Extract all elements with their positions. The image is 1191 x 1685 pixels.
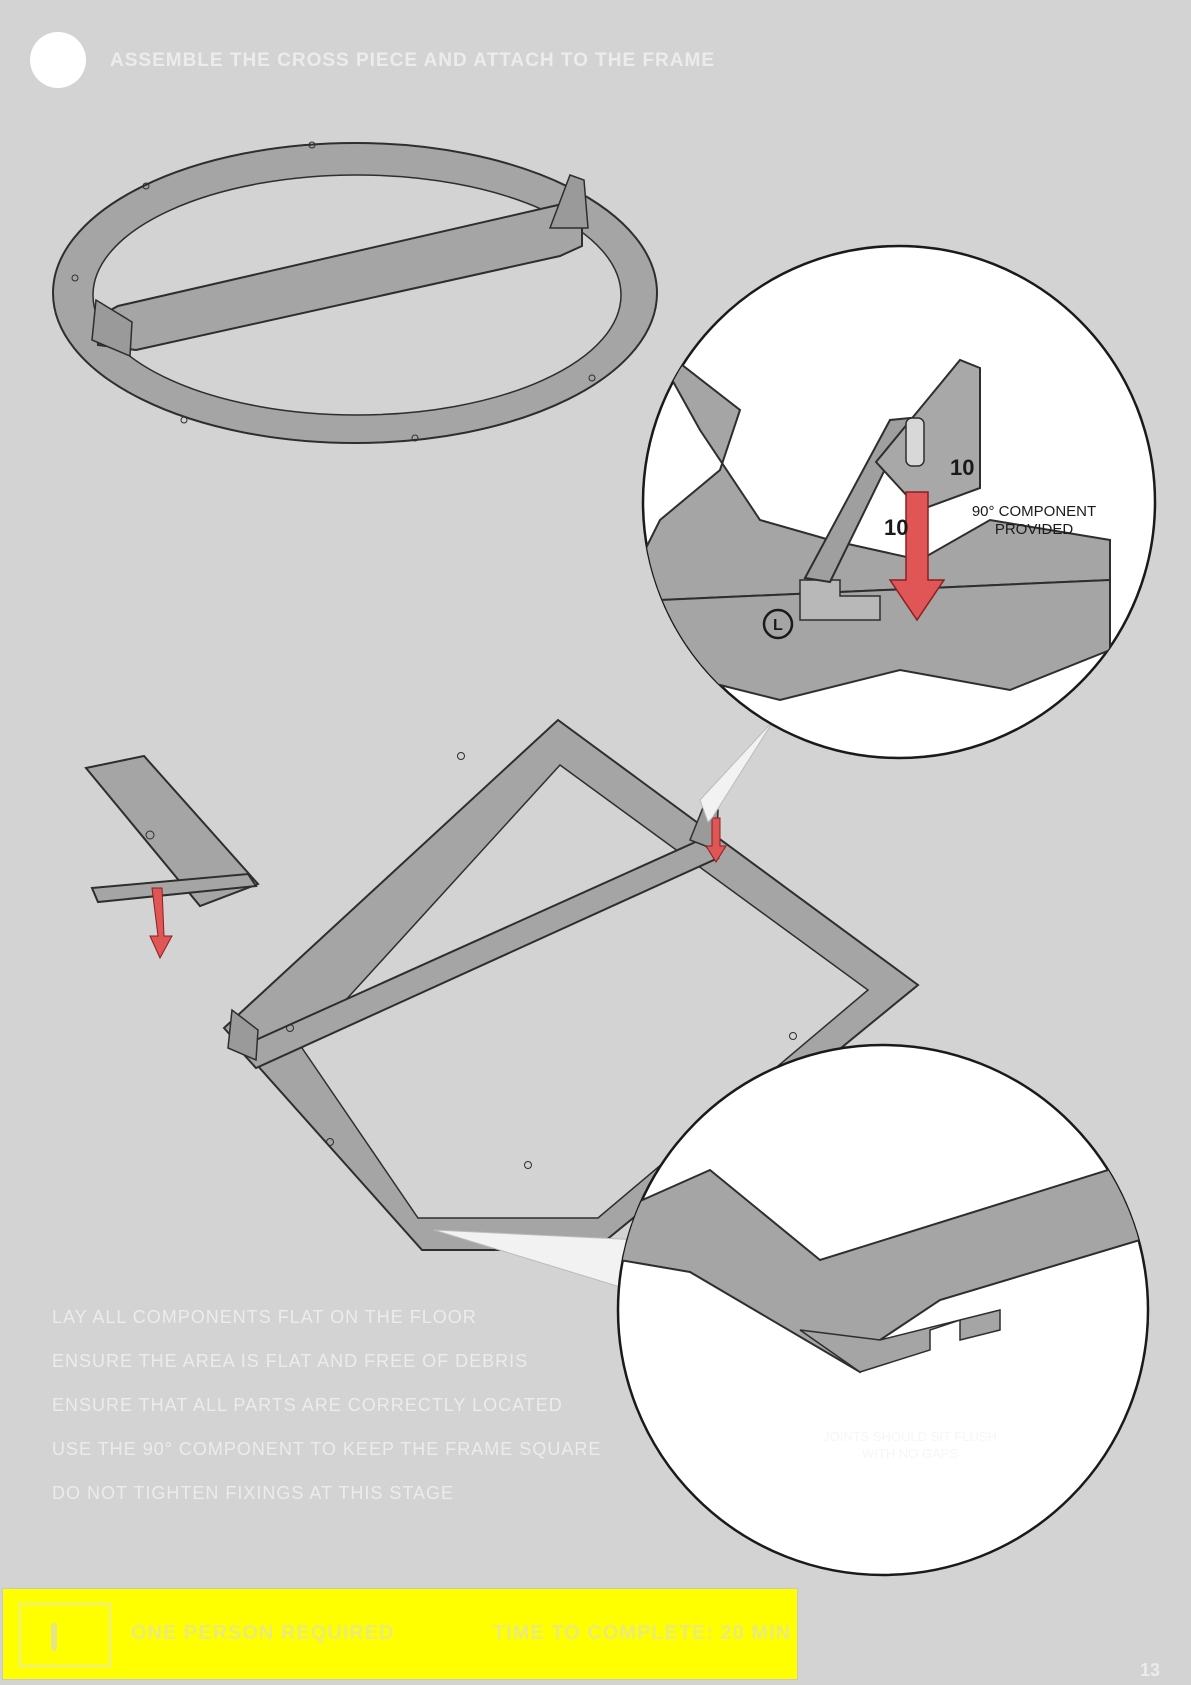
footer-people-required: ONE PERSON REQUIRED bbox=[131, 1622, 395, 1644]
step-instruction-heading: ASSEMBLE THE CROSS PIECE AND ATTACH TO T… bbox=[110, 50, 716, 71]
detail-label-a: 10 bbox=[950, 455, 974, 480]
assembly-notes-list: LAY ALL COMPONENTS FLAT ON THE FLOOR ENS… bbox=[52, 1305, 672, 1525]
footer-time-required: TIME TO COMPLETE: 20 MIN bbox=[493, 1622, 792, 1644]
assembly-note: DO NOT TIGHTEN FIXINGS AT THIS STAGE bbox=[52, 1483, 455, 1503]
part-letter-label: L bbox=[773, 617, 783, 634]
assembly-note: LAY ALL COMPONENTS FLAT ON THE FLOOR bbox=[52, 1307, 477, 1327]
component-callout-line1: 90° COMPONENT bbox=[972, 503, 1096, 520]
detail-magnified-bottom bbox=[616, 1043, 1150, 1577]
page-number: 13 bbox=[1140, 1660, 1161, 1680]
assembly-note: ENSURE THAT ALL PARTS ARE CORRECTLY LOCA… bbox=[52, 1395, 563, 1415]
step-number-badge bbox=[30, 32, 86, 88]
assembly-note: ENSURE THE AREA IS FLAT AND FREE OF DEBR… bbox=[52, 1351, 529, 1371]
placement-arrow-left bbox=[149, 887, 173, 960]
detail-magnified-top: 10 10 L 90° COMPONENT PROVIDED bbox=[641, 244, 1157, 760]
placement-arrow-right bbox=[705, 817, 727, 863]
oval-frame-part bbox=[52, 141, 658, 444]
footer-info-bar: ONE PERSON REQUIRED TIME TO COMPLETE: 20… bbox=[2, 1588, 798, 1680]
component-callout-line2: PROVIDED bbox=[995, 521, 1074, 538]
cross-piece-part bbox=[84, 754, 260, 908]
person-icon bbox=[19, 1603, 111, 1667]
detail-label-b: 10 bbox=[884, 515, 908, 540]
assembly-note: USE THE 90° COMPONENT TO KEEP THE FRAME … bbox=[52, 1439, 602, 1459]
